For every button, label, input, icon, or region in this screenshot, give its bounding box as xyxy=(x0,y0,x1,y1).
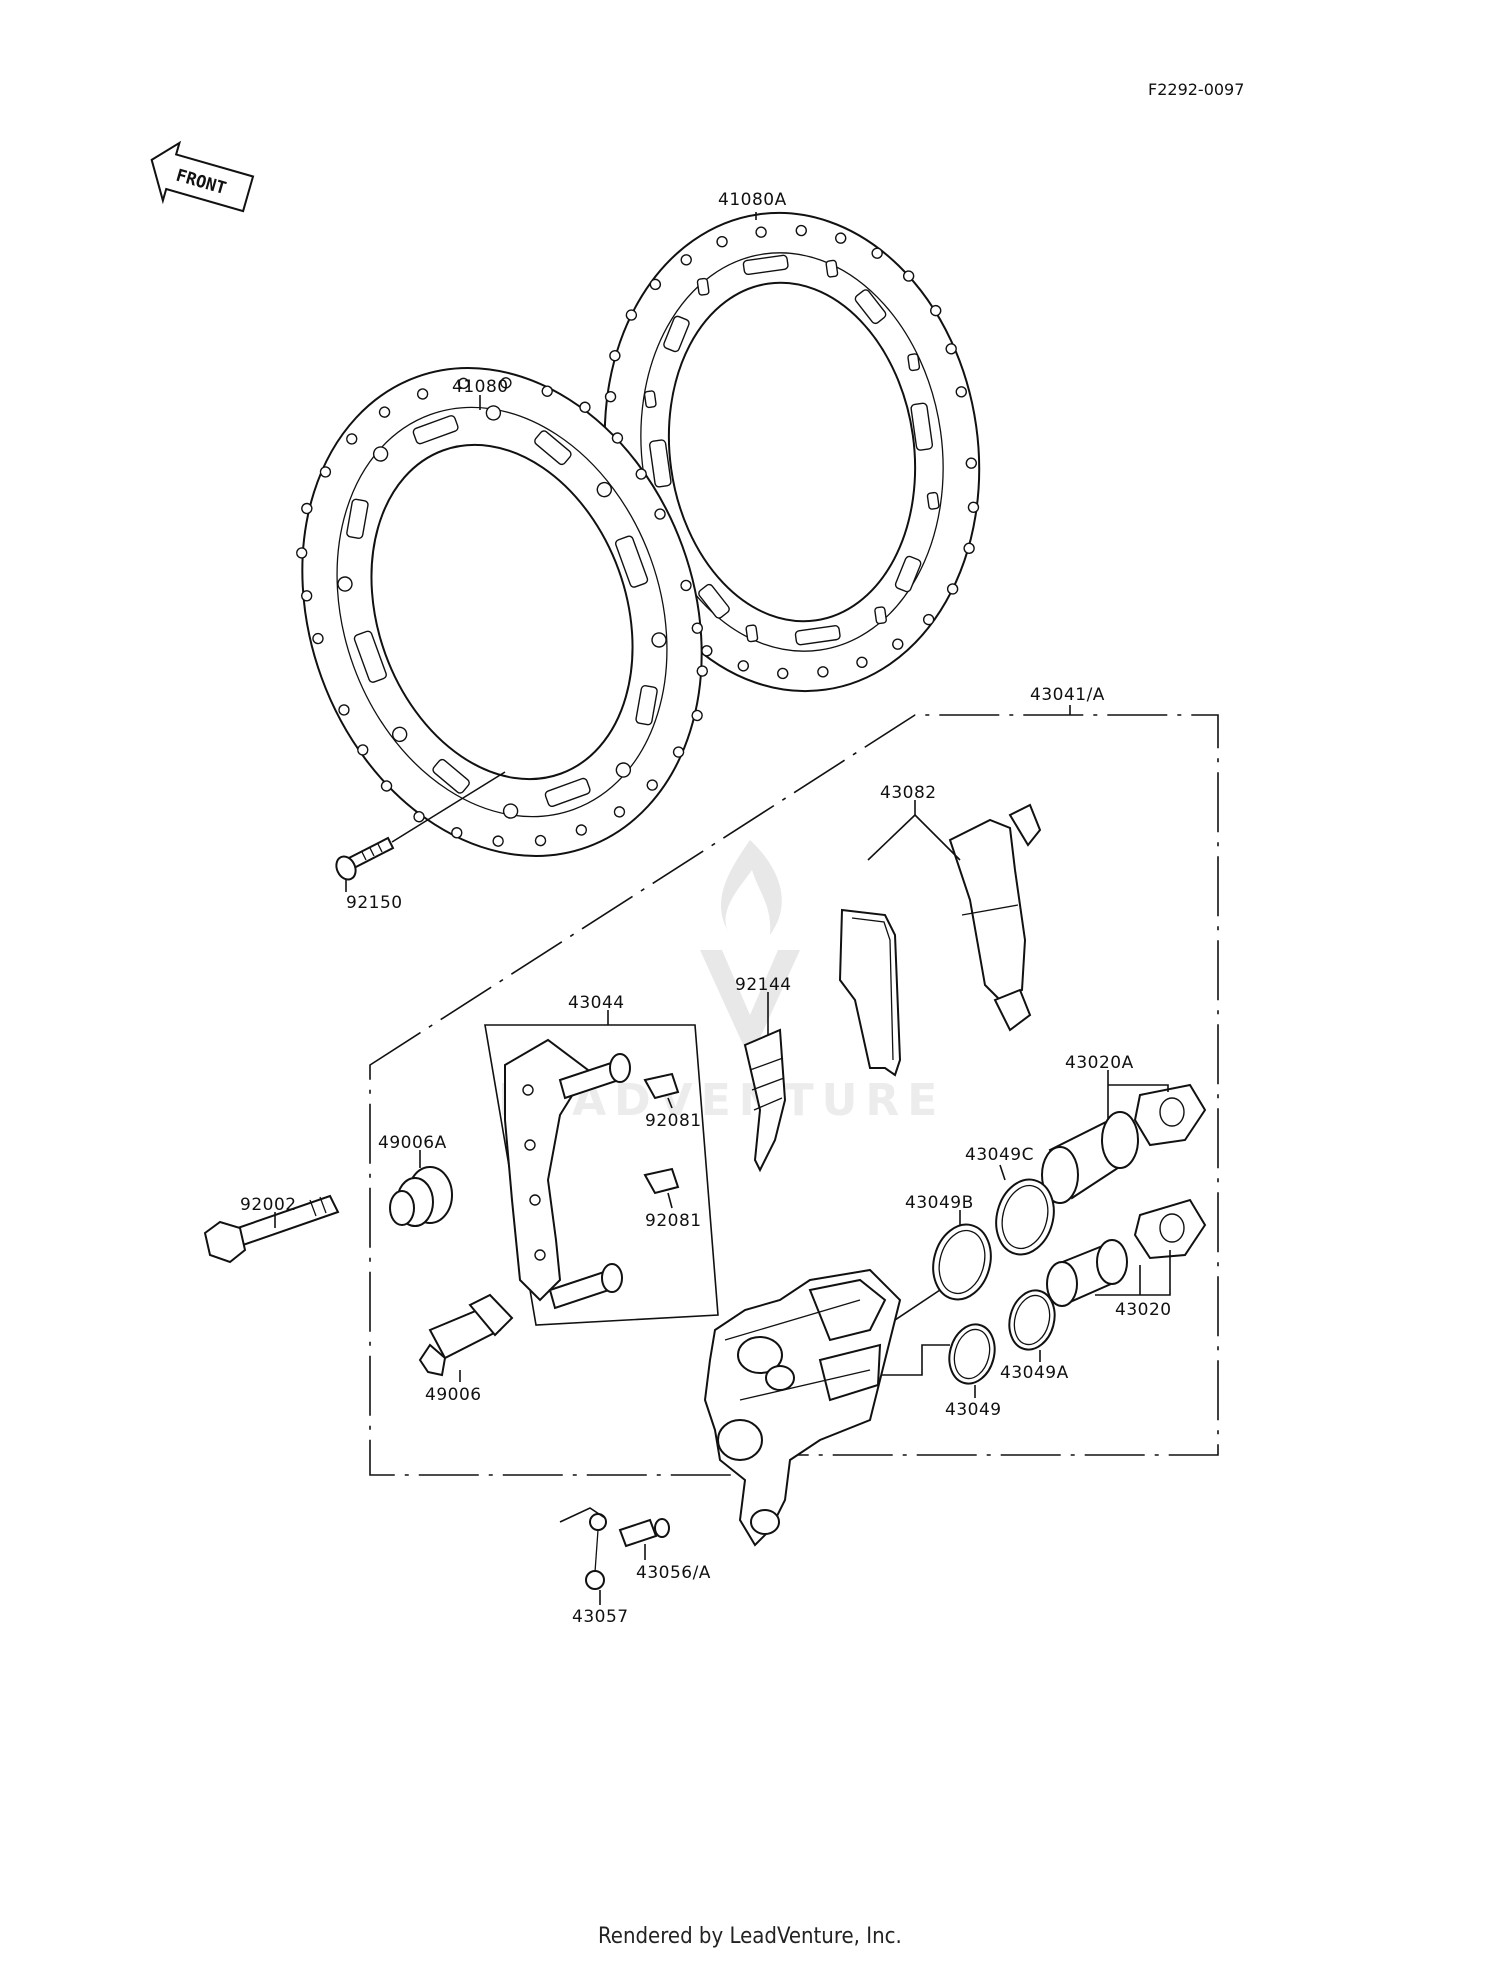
bolt-92002 xyxy=(203,1194,340,1264)
footer-credit: Rendered by LeadVenture, Inc. xyxy=(598,1924,902,1949)
piston-boot-43020A xyxy=(1133,1083,1207,1147)
brake-disc-41080 xyxy=(296,367,708,857)
label-49006: 49006 xyxy=(425,1385,482,1405)
label-43020: 43020 xyxy=(1115,1300,1172,1320)
label-43049B: 43049B xyxy=(905,1193,974,1213)
seal-43049A xyxy=(1008,1289,1056,1351)
caliper-assembly-outline xyxy=(369,714,1219,1476)
caliper-bracket-43044 xyxy=(504,1038,631,1310)
piston-boot-43020 xyxy=(1133,1198,1207,1260)
label-43020A: 43020A xyxy=(1065,1053,1134,1073)
brake-disc-41080A xyxy=(603,211,981,693)
clip-92081-upper xyxy=(643,1072,680,1100)
seal-43049B xyxy=(932,1223,992,1301)
label-43049: 43049 xyxy=(945,1400,1002,1420)
clip-92081-lower xyxy=(643,1167,680,1195)
front-arrow-icon: FRONT xyxy=(150,140,255,213)
label-92150: 92150 xyxy=(346,893,403,913)
label-49006A: 49006A xyxy=(378,1133,447,1153)
label-92081-upper: 92081 xyxy=(645,1111,702,1131)
piston-43020A xyxy=(1041,1111,1139,1204)
label-41080: 41080 xyxy=(452,377,509,397)
bleeder-valve-43056A xyxy=(618,1518,670,1548)
label-41080A: 41080A xyxy=(718,190,787,210)
boot-49006A xyxy=(389,1166,453,1227)
label-43057: 43057 xyxy=(572,1607,629,1627)
pad-spring-92144 xyxy=(743,1028,787,1173)
label-43049C: 43049C xyxy=(965,1145,1034,1165)
bolt-92150 xyxy=(335,836,395,881)
label-43044: 43044 xyxy=(568,993,625,1013)
bleeder-cap-43057 xyxy=(585,1513,607,1590)
piston-43020 xyxy=(1046,1239,1128,1307)
brake-pad-left-43082 xyxy=(838,908,902,1077)
label-92081-lower: 92081 xyxy=(645,1211,702,1231)
seal-43049 xyxy=(948,1323,996,1385)
label-43049A: 43049A xyxy=(1000,1363,1069,1383)
leadventure-watermark: LEADVENTURE xyxy=(498,840,937,1126)
seal-43049C xyxy=(995,1178,1055,1256)
label-43056A: 43056/A xyxy=(636,1563,711,1583)
label-92144: 92144 xyxy=(735,975,792,995)
label-92002: 92002 xyxy=(240,1195,297,1215)
leader-92150 xyxy=(391,771,506,843)
brake-pad-right-43082 xyxy=(948,803,1042,1032)
slide-pin-49006 xyxy=(418,1293,514,1377)
diagram-code: F2292-0097 xyxy=(1148,80,1244,99)
label-43082: 43082 xyxy=(880,783,937,803)
label-43041A: 43041/A xyxy=(1030,685,1105,705)
caliper-body xyxy=(703,1268,902,1547)
